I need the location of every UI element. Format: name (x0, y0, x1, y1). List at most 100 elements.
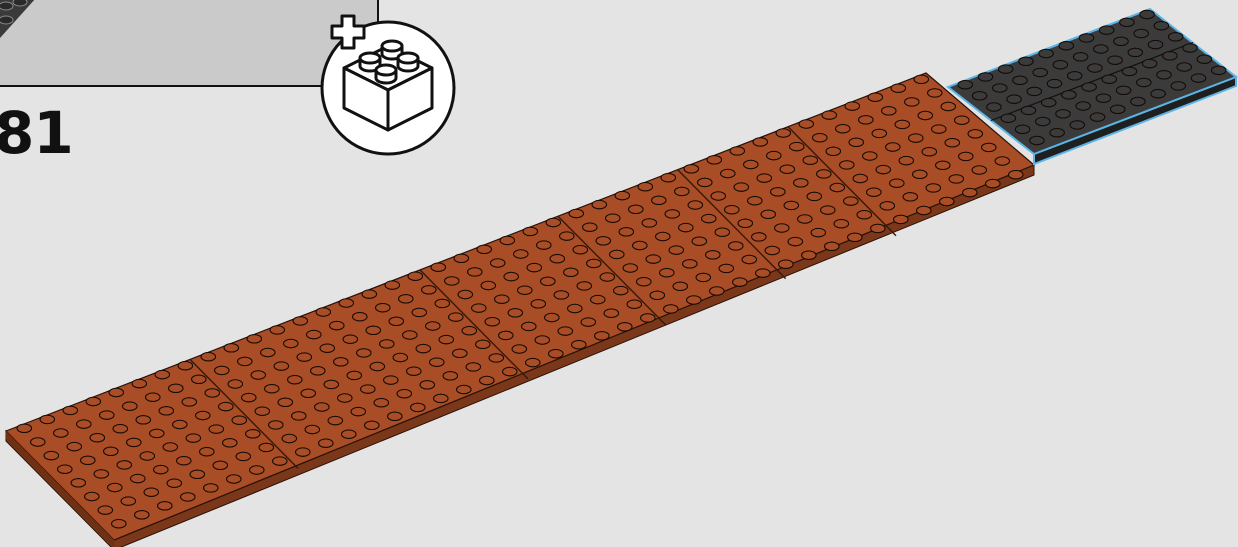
brown-stud (384, 376, 398, 384)
brown-stud (311, 367, 325, 375)
brown-stud (261, 348, 275, 356)
dark-stud (1151, 90, 1165, 98)
brown-stud (81, 456, 95, 464)
brown-stud (684, 165, 698, 173)
brown-stud (899, 156, 913, 164)
brown-stud (98, 506, 112, 514)
brown-stud (733, 278, 747, 286)
brown-stud (765, 246, 779, 254)
dark-stud (1191, 74, 1205, 82)
brown-stud (527, 263, 541, 271)
dark-stud (1082, 83, 1096, 91)
brown-stud (177, 457, 191, 465)
brown-stud (192, 375, 206, 383)
brown-stud (652, 196, 666, 204)
brown-stud (615, 191, 629, 199)
brown-stud (660, 269, 674, 277)
brown-stud (790, 142, 804, 150)
brown-stud (108, 483, 122, 491)
dark-stud (1007, 95, 1021, 103)
brown-stud (711, 192, 725, 200)
brown-stud (117, 461, 131, 469)
brown-stud (546, 218, 560, 226)
brown-stud (481, 281, 495, 289)
brown-stud (255, 407, 269, 415)
dark-stud (1059, 42, 1073, 50)
brown-stud (219, 402, 233, 410)
brown-stud (550, 255, 564, 263)
brown-stud (181, 493, 195, 501)
dark-stud (987, 103, 1001, 111)
brown-stud (568, 304, 582, 312)
brown-stud (972, 166, 986, 174)
brown-stud (614, 286, 628, 294)
dark-stud (1015, 125, 1029, 133)
brown-stud (995, 157, 1009, 165)
brown-stud (710, 287, 724, 295)
brown-stud (895, 120, 909, 128)
dark-stud (1039, 49, 1053, 57)
brown-stud (744, 160, 758, 168)
brown-stud (458, 290, 472, 298)
brown-stud (661, 174, 675, 182)
brown-stud (204, 484, 218, 492)
brown-stud (963, 188, 977, 196)
brown-stud (213, 461, 227, 469)
brown-stud (968, 130, 982, 138)
brown-stud (600, 273, 614, 281)
dark-stud (1177, 63, 1191, 71)
dark-stud (1100, 26, 1114, 34)
brown-stud (826, 147, 840, 155)
brown-stud (572, 341, 586, 349)
brown-stud (86, 397, 100, 405)
brown-stud (905, 98, 919, 106)
brown-stud (380, 340, 394, 348)
brown-stud (85, 492, 99, 500)
brown-stud (932, 125, 946, 133)
brown-stud (466, 363, 480, 371)
brown-stud (642, 219, 656, 227)
brown-stud (526, 358, 540, 366)
brown-stud (917, 206, 931, 214)
dark-stud (1183, 44, 1197, 52)
brown-stud (480, 376, 494, 384)
brown-stud (182, 398, 196, 406)
brown-stud (163, 443, 177, 451)
brown-stud (955, 116, 969, 124)
brown-stud (761, 210, 775, 218)
brown-stud (1009, 171, 1023, 179)
brown-stud (868, 93, 882, 101)
brown-stud (416, 344, 430, 352)
brown-stud (949, 175, 963, 183)
brown-stud (468, 268, 482, 276)
brown-stud (780, 165, 794, 173)
brown-stud (918, 111, 932, 119)
brown-stud (265, 385, 279, 393)
dark-stud (1076, 102, 1090, 110)
brown-stud (650, 291, 664, 299)
brown-stud (273, 457, 287, 465)
brown-stud (577, 282, 591, 290)
brown-stud (788, 237, 802, 245)
brown-stud (872, 129, 886, 137)
brown-stud (554, 291, 568, 299)
brown-stud (641, 314, 655, 322)
dark-stud (1212, 66, 1226, 74)
brown-stud (683, 260, 697, 268)
brown-stud (913, 170, 927, 178)
dark-stud (1111, 105, 1125, 113)
brown-stud (246, 430, 260, 438)
brown-stud (399, 295, 413, 303)
brown-stud (859, 116, 873, 124)
brown-stud (646, 255, 660, 263)
brown-stud (871, 224, 885, 232)
dark-stud (1090, 113, 1104, 121)
brown-stud (297, 353, 311, 361)
dark-stud (1131, 97, 1145, 105)
brown-stud (462, 327, 476, 335)
brown-stud (159, 407, 173, 415)
brown-stud (936, 161, 950, 169)
brown-stud (836, 125, 850, 133)
brown-stud (669, 246, 683, 254)
